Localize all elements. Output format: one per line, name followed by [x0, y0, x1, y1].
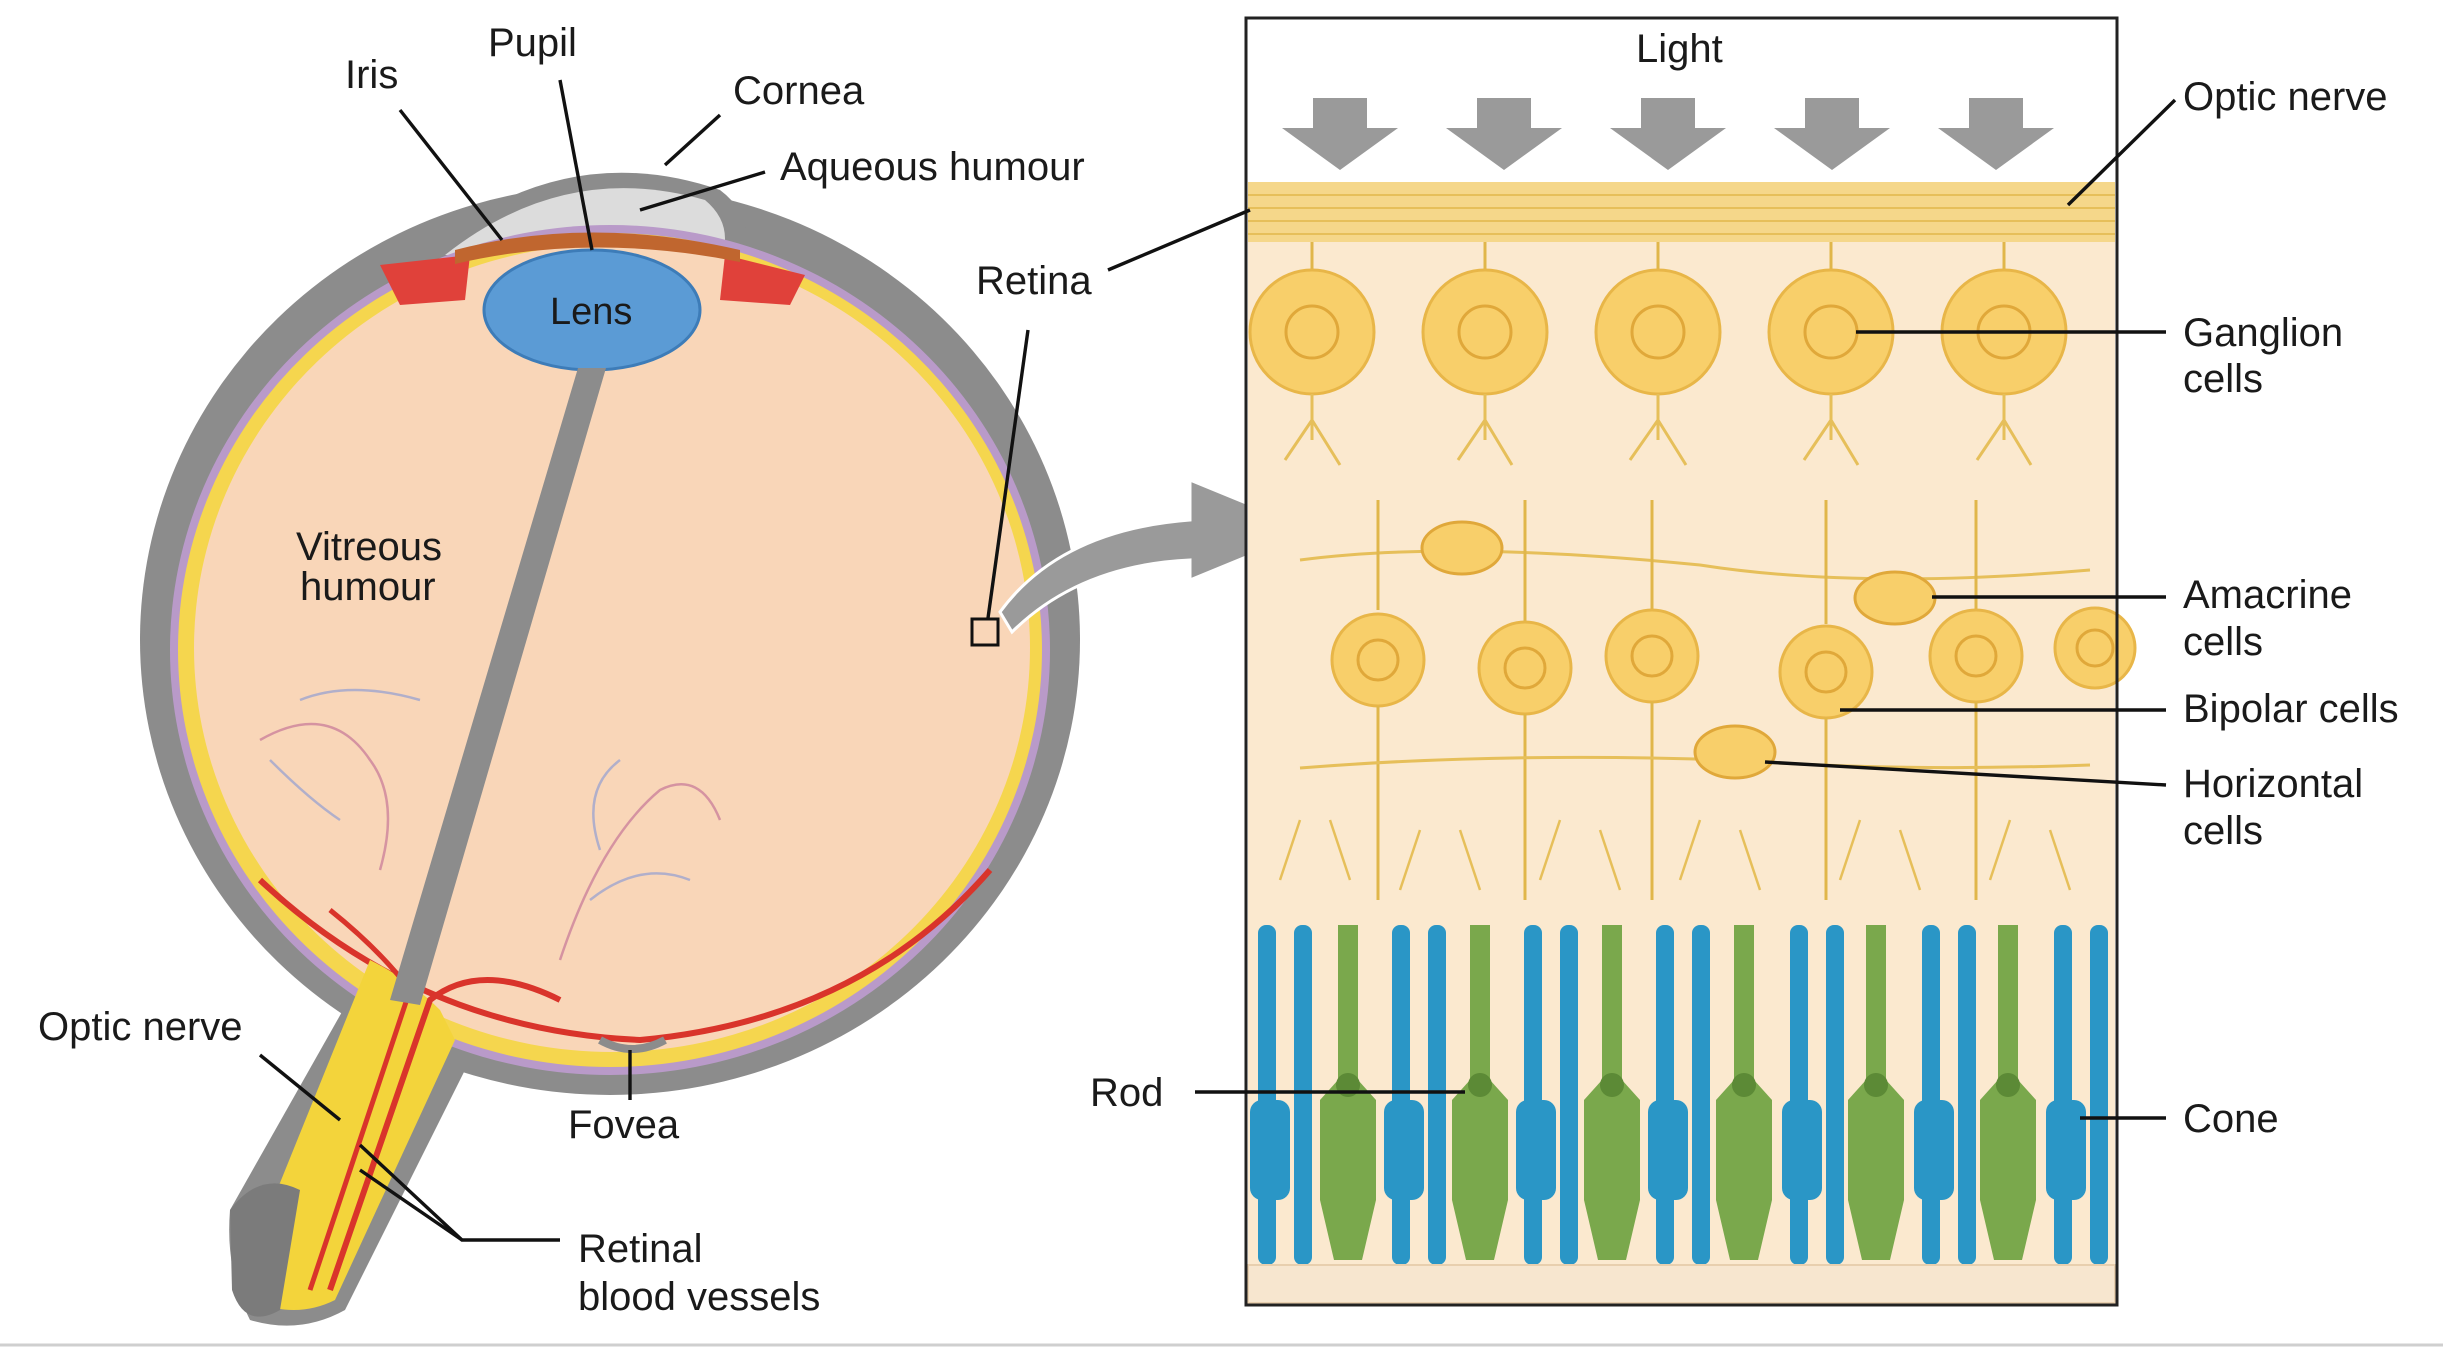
bipolar-cell	[2053, 606, 2137, 690]
rod-cell	[1560, 925, 1578, 1265]
horizontal-label-1: Horizontal	[2183, 762, 2363, 806]
bipolar-cell-row	[1330, 500, 2137, 900]
retina-panel-leader	[1107, 208, 1251, 272]
rod-bodies	[1250, 1100, 2086, 1200]
lens-label: Lens	[550, 291, 632, 333]
light-arrow	[1282, 98, 1398, 170]
retina-leader	[986, 329, 1030, 619]
panel-optic-nerve-label: Optic nerve	[2183, 75, 2388, 119]
pupil-leader	[558, 79, 594, 251]
fovea-label: Fovea	[568, 1103, 680, 1147]
ganglion-dendrites	[1283, 394, 2033, 466]
retina-label: Retina	[976, 259, 1092, 303]
light-arrow	[1774, 98, 1890, 170]
nerve-fibers	[1248, 194, 2115, 235]
rod-cell	[2090, 925, 2108, 1265]
retina-detail-marker	[970, 617, 1000, 647]
cone-label: Cone	[2183, 1097, 2279, 1141]
bipolar-cell	[1477, 500, 1573, 900]
rod-cell	[1294, 925, 1312, 1265]
retinal-vessel-branches	[259, 688, 722, 961]
optic-nerve-panel-leader	[2066, 98, 2177, 207]
horizontal-leader	[1764, 760, 2167, 787]
ciliary-body-right	[720, 255, 805, 305]
vitreous-label-2: humour	[300, 565, 436, 609]
light-label: Light	[1636, 27, 1723, 71]
horizontal-label-2: cells	[2183, 809, 2263, 853]
rod-cell	[1428, 925, 1446, 1265]
optic-nerve-body	[250, 960, 455, 1310]
optic-nerve-label: Optic nerve	[38, 1005, 243, 1049]
rod-cell	[2054, 925, 2072, 1265]
vitreous-label-1: Vitreous	[296, 525, 442, 569]
optic-nerve-leader	[258, 1053, 342, 1122]
horizontal-cell	[1693, 724, 1777, 780]
rod-cell	[1826, 925, 1844, 1265]
bipolar-label: Bipolar cells	[2183, 687, 2399, 731]
lower-dendrites	[1278, 819, 2072, 891]
iris-leader	[398, 108, 504, 242]
optic-nerve-cut-face	[230, 1183, 300, 1317]
aqueous-leader	[639, 170, 766, 212]
amacrine-label-1: Amacrine	[2183, 573, 2352, 617]
pigment-epithelium	[1247, 1264, 2116, 1304]
ganglion-cell	[1594, 242, 1722, 396]
ciliary-body-left	[380, 255, 470, 305]
light-arrows	[1282, 98, 2054, 170]
rod-cell	[1656, 925, 1674, 1265]
eye-cross-section: Iris Pupil Cornea Aqueous humour Lens Vi…	[38, 21, 1316, 1326]
rod-cell	[1958, 925, 1976, 1265]
ganglion-cell	[1421, 242, 1549, 396]
light-arrow	[1446, 98, 1562, 170]
light-arrow	[1610, 98, 1726, 170]
amacrine-cell	[1853, 570, 1937, 626]
amacrine-cell	[1420, 520, 1504, 576]
ganglion-label-2: cells	[2183, 357, 2263, 401]
retinal-vessels-label-1: Retinal	[578, 1227, 703, 1271]
fovea-pit	[598, 1036, 667, 1053]
cornea-leader	[663, 113, 722, 167]
bipolar-cell	[1928, 500, 2024, 900]
bipolar-cell	[1330, 500, 1426, 900]
pupil-label: Pupil	[488, 21, 577, 65]
aqueous-humour-label: Aqueous humour	[780, 145, 1085, 189]
iris-label: Iris	[345, 53, 398, 97]
hyaloid-canal	[390, 368, 606, 1005]
rod-cell	[1790, 925, 1808, 1265]
rod-cell	[1258, 925, 1276, 1265]
vessels-leader-2	[359, 1168, 463, 1242]
ganglion-label-1: Ganglion	[2183, 311, 2343, 355]
bipolar-cell	[1778, 500, 1874, 900]
cornea-label: Cornea	[733, 69, 865, 113]
rod-cell	[1524, 925, 1542, 1265]
amacrine-label-2: cells	[2183, 620, 2263, 664]
retinal-vessels-label-2: blood vessels	[578, 1275, 820, 1319]
photoreceptor-layer	[1250, 925, 2108, 1265]
retinal-vessel-main-red	[327, 977, 562, 1291]
retina-detail-panel: Light Optic nerve Ganglion cells Amacrin…	[1090, 16, 2399, 1307]
iris-body	[455, 232, 740, 264]
rod-cell	[1692, 925, 1710, 1265]
light-arrow	[1938, 98, 2054, 170]
cone-nuclei	[1336, 1073, 2020, 1097]
rod-cell	[1922, 925, 1940, 1265]
panel-frame	[1244, 16, 2119, 1307]
bipolar-cell	[1604, 500, 1700, 900]
rod-label: Rod	[1090, 1071, 1163, 1115]
rod-cell	[1392, 925, 1410, 1265]
nerve-fiber-layer	[1248, 182, 2115, 242]
vitreous-humour	[194, 244, 1030, 1052]
amacrine-process	[1299, 549, 2091, 581]
retina-red-edge	[257, 868, 993, 1044]
